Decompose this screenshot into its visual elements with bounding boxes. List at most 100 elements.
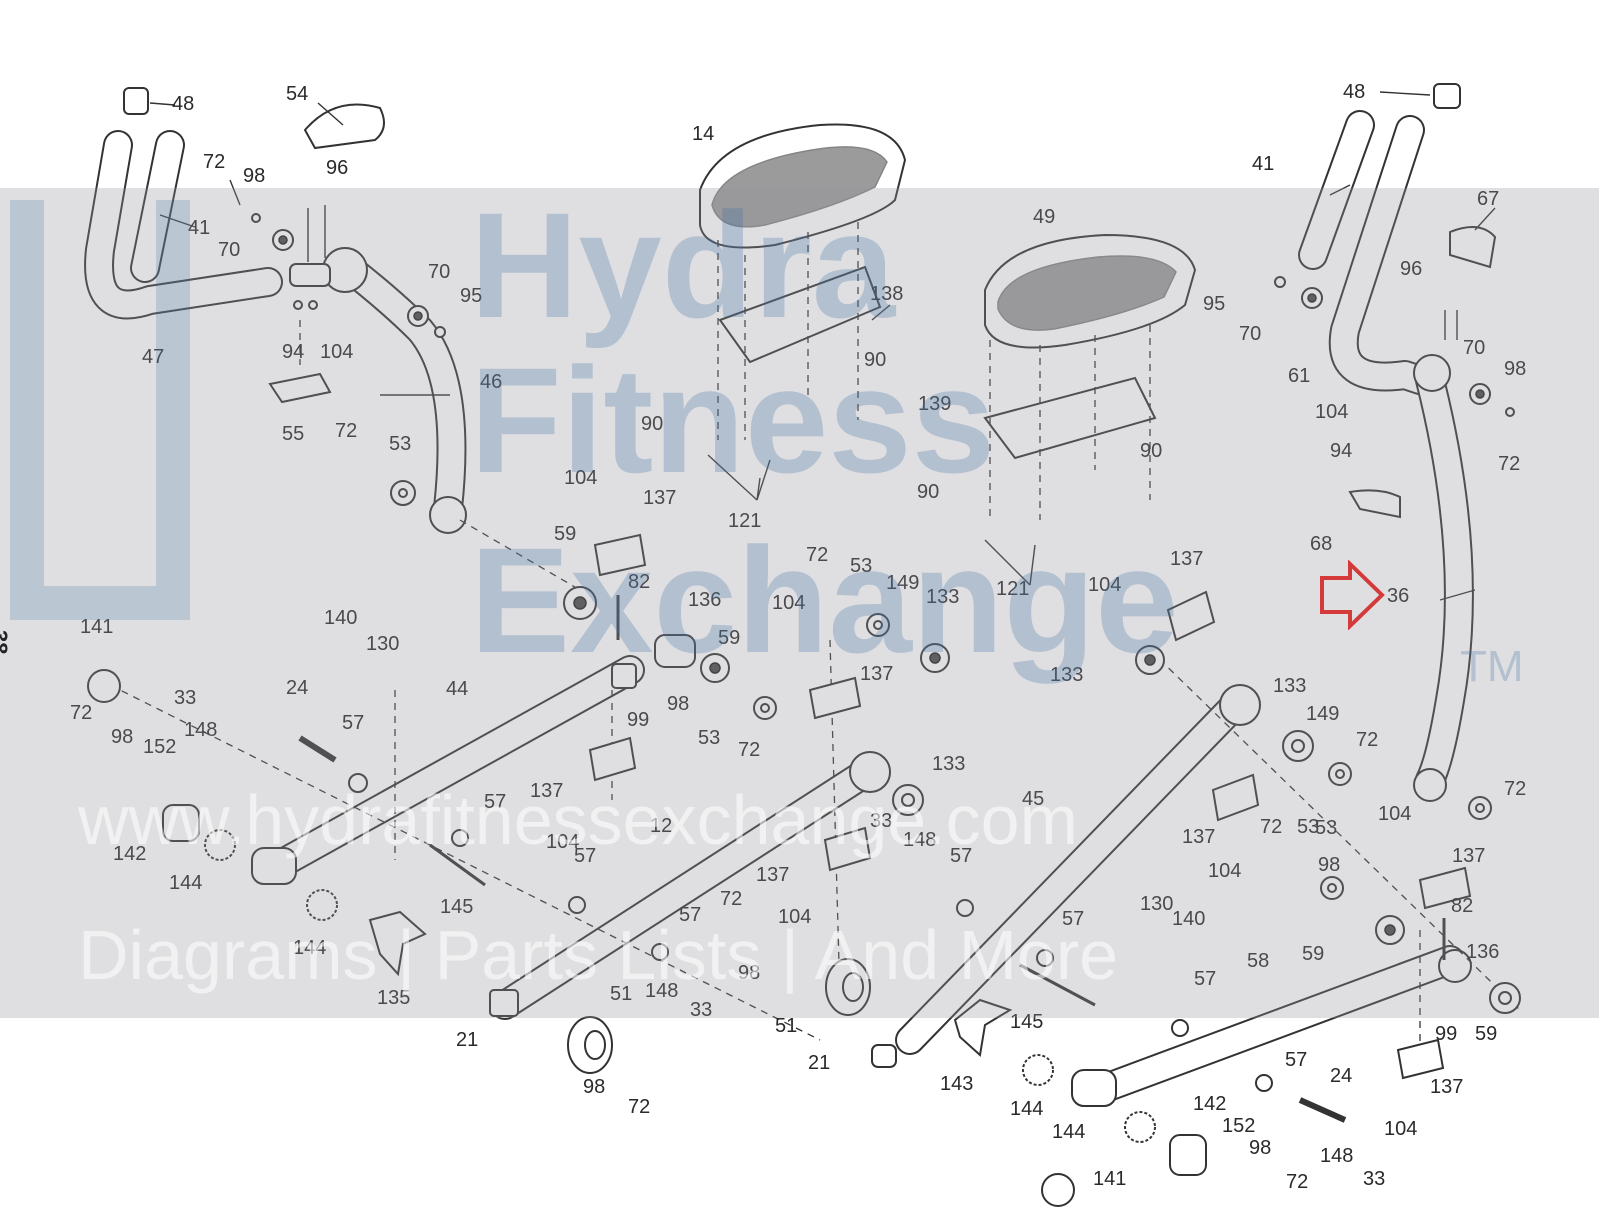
part-label-72: 72	[335, 420, 357, 442]
part-label-57: 57	[1062, 908, 1084, 930]
part-label-33: 33	[690, 999, 712, 1021]
part-label-140: 140	[324, 607, 357, 629]
part-label-145: 145	[440, 896, 473, 918]
part-label-72: 72	[1504, 778, 1526, 800]
part-label-48: 48	[1343, 81, 1365, 103]
part-label-70: 70	[1463, 337, 1485, 359]
part-label-104: 104	[1315, 401, 1348, 423]
part-label-104: 104	[772, 592, 805, 614]
part-label-148: 148	[184, 719, 217, 741]
part-label-137: 137	[756, 864, 789, 886]
part-label-57: 57	[484, 791, 506, 813]
part-label-137: 137	[1182, 826, 1215, 848]
part-label-95: 95	[460, 285, 482, 307]
part-label-95: 95	[1203, 293, 1225, 315]
part-label-104: 104	[546, 831, 579, 853]
part-label-41: 41	[1252, 153, 1274, 175]
part-label-152: 152	[1222, 1115, 1255, 1137]
part-label-90: 90	[917, 481, 939, 503]
part-label-98: 98	[583, 1076, 605, 1098]
part-label-55: 55	[282, 423, 304, 445]
part-label-104: 104	[320, 341, 353, 363]
part-label-46: 46	[480, 371, 502, 393]
part-label-70: 70	[428, 261, 450, 283]
part-label-99: 99	[1435, 1023, 1457, 1045]
part-label-90: 90	[864, 349, 886, 371]
part-label-98: 98	[1504, 358, 1526, 380]
part-label-144: 144	[1010, 1098, 1043, 1120]
part-label-51: 51	[775, 1015, 797, 1037]
part-label-133: 133	[1273, 675, 1306, 697]
part-label-137: 137	[643, 487, 676, 509]
part-label-133: 133	[926, 586, 959, 608]
part-label-94: 94	[1330, 440, 1352, 462]
part-label-135: 135	[377, 987, 410, 1009]
part-label-104: 104	[564, 467, 597, 489]
part-label-90: 90	[1140, 440, 1162, 462]
part-label-133: 133	[932, 753, 965, 775]
part-label-96: 96	[326, 157, 348, 179]
part-label-57: 57	[1285, 1049, 1307, 1071]
part-label-33: 33	[1363, 1168, 1385, 1190]
part-label-148: 148	[903, 829, 936, 851]
part-label-98: 98	[243, 165, 265, 187]
part-label-121: 121	[996, 578, 1029, 600]
part-label-24: 24	[286, 677, 308, 699]
part-label-90: 90	[641, 413, 663, 435]
part-label-41: 41	[188, 217, 210, 239]
part-label-144: 144	[1052, 1121, 1085, 1143]
part-label-45: 45	[1022, 788, 1044, 810]
part-label-82: 82	[628, 571, 650, 593]
part-label-145: 145	[1010, 1011, 1043, 1033]
part-label-121: 121	[728, 510, 761, 532]
right-handlebar-assembly	[1274, 83, 1515, 820]
part-label-139: 139	[918, 393, 951, 415]
part-label-98: 98	[667, 693, 689, 715]
part-label-36: 36	[1387, 585, 1409, 607]
part-label-54: 54	[286, 83, 308, 105]
left-handlebar-assembly	[84, 87, 581, 591]
leader-lines	[149, 91, 1496, 601]
part-label-148: 148	[645, 980, 678, 1002]
part-label-94: 94	[282, 341, 304, 363]
part-label-12: 12	[650, 815, 672, 837]
part-label-141: 141	[80, 616, 113, 638]
part-label-33: 33	[174, 687, 196, 709]
part-label-137: 137	[1170, 548, 1203, 570]
highlight-arrow-icon	[1320, 560, 1385, 630]
part-label-142: 142	[113, 843, 146, 865]
part-label-72: 72	[1286, 1171, 1308, 1193]
part-label-104: 104	[1378, 803, 1411, 825]
part-label-59: 59	[554, 523, 576, 545]
part-label-98: 98	[111, 726, 133, 748]
part-label-142: 142	[1193, 1093, 1226, 1115]
part-label-24: 24	[1330, 1065, 1352, 1087]
part-label-72: 72	[1356, 729, 1378, 751]
part-label-82: 82	[1451, 895, 1473, 917]
part-label-130: 130	[1140, 893, 1173, 915]
part-label-21: 21	[456, 1029, 478, 1051]
part-label-57: 57	[679, 904, 701, 926]
part-label-104: 104	[1088, 574, 1121, 596]
part-label-137: 137	[1430, 1076, 1463, 1098]
part-label-53: 53	[389, 433, 411, 455]
part-label-141: 141	[1093, 1168, 1126, 1190]
part-label-53: 53	[1315, 817, 1337, 839]
part-label-67: 67	[1477, 188, 1499, 210]
part-label-136: 136	[688, 589, 721, 611]
part-label-57: 57	[1194, 968, 1216, 990]
lower-frame	[109, 639, 1521, 1107]
part-label-152: 152	[143, 736, 176, 758]
part-label-144: 144	[293, 937, 326, 959]
part-label-98: 98	[1249, 1137, 1271, 1159]
part-label-137: 137	[1452, 845, 1485, 867]
part-label-137: 137	[860, 663, 893, 685]
part-label-143: 143	[940, 1073, 973, 1095]
part-label-72: 72	[806, 544, 828, 566]
part-label-21: 21	[808, 1052, 830, 1074]
small-hardware	[87, 533, 1521, 1207]
part-label-57: 57	[950, 845, 972, 867]
part-label-59: 59	[718, 627, 740, 649]
